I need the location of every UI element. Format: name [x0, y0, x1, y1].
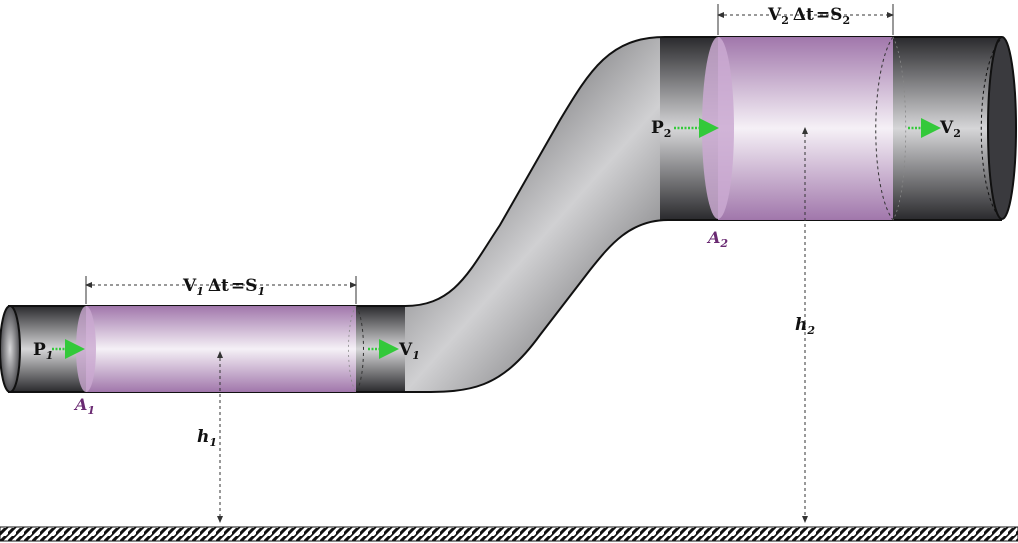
fluid-volume-1-end-face — [355, 305, 364, 393]
area-label-2: A2 — [706, 228, 728, 250]
pipe-right-inner-rim — [980, 39, 1001, 219]
velocity-label-2: V2 — [939, 118, 961, 140]
pipe-outline-bottom — [8, 219, 1002, 393]
velocity-label-1: V1 — [398, 340, 420, 362]
fluid-volume-1-end-face-back — [348, 305, 357, 393]
fluid-volume-1-start-face — [76, 306, 96, 392]
height-label-2: h2 — [795, 315, 815, 337]
area-label-1: A1 — [73, 395, 95, 417]
pipe-right-opening — [987, 36, 1017, 220]
pipe-outline-top — [8, 36, 1002, 307]
pressure-label-1: P1 — [33, 340, 53, 362]
pressure-label-2: P2 — [651, 118, 671, 140]
ground-hatch — [0, 526, 1018, 542]
fluid-volume-1-body — [86, 306, 356, 392]
fluid-volume-2 — [702, 36, 907, 221]
fluid-volume-2-end-face-back — [892, 36, 907, 221]
height-label-1: h1 — [197, 427, 217, 449]
pipe-left-opening — [0, 305, 21, 393]
pipe-bend-section — [405, 37, 720, 392]
fluid-volume-1 — [76, 305, 364, 393]
